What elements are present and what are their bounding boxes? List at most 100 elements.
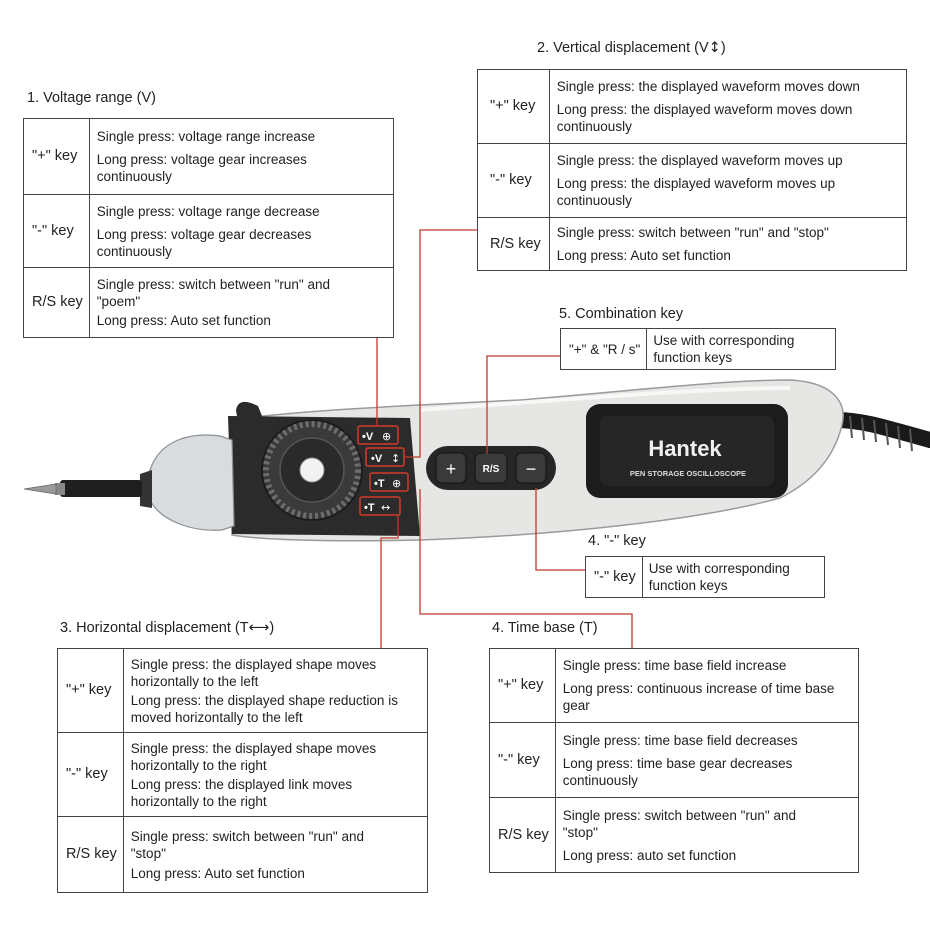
long-press-text: Long press: Auto set function: [96, 313, 271, 328]
voltage-section-title: 1. Voltage range (V): [27, 90, 156, 106]
clear-cap: [149, 434, 235, 531]
key-cell: "+" key: [489, 648, 556, 723]
t-move-label-box: [359, 496, 401, 516]
description-cell: Single press: switch between "run" and "…: [88, 267, 395, 338]
horizontal-section-title: 3. Horizontal displacement (T⟷): [60, 620, 274, 636]
key-cell: R/S key: [23, 267, 90, 338]
t-move-label: •T: [364, 502, 375, 514]
plus-button: [435, 452, 467, 484]
description-cell: Single press: the displayed shape moves …: [122, 648, 429, 733]
table-row: "-" key Single press: time base field de…: [489, 722, 860, 798]
long-press-text: Long press: the displayed waveform moves…: [556, 102, 853, 134]
table-row: "+" key Single press: the displayed wave…: [477, 69, 908, 144]
dial-teeth: [263, 421, 361, 519]
body-highlight: [419, 386, 791, 412]
single-press-text: Single press: the displayed shape moves …: [130, 656, 377, 689]
function-text: Use with corresponding function keys: [648, 561, 790, 593]
device-subtitle: PEN STORAGE OSCILLOSCOPE: [630, 469, 746, 478]
description-cell: Single press: the displayed waveform mov…: [548, 69, 908, 144]
cable-ridges: [849, 415, 913, 452]
table-row: "-" key Single press: the displayed shap…: [57, 732, 429, 817]
leader-timebase: [419, 489, 633, 648]
key-cell: R/S key: [477, 217, 550, 271]
key-cell: "+" key: [57, 648, 124, 733]
table-row: R/S key Single press: switch between "ru…: [57, 816, 429, 893]
voltage-key-table: "+" key Single press: voltage range incr…: [23, 118, 395, 338]
key-cell: "-" key: [477, 143, 550, 218]
long-press-text: Long press: the displayed waveform moves…: [556, 176, 836, 208]
vertical-section-title: 2. Vertical displacement (V↕): [537, 40, 726, 56]
long-press-text: Long press: auto set function: [562, 847, 737, 863]
long-press-text: Long press: voltage gear increases conti…: [96, 152, 307, 184]
table-row: R/S key Single press: switch between "ru…: [477, 217, 908, 271]
single-press-text: Single press: switch between "run" and "…: [130, 828, 364, 861]
leader-lines: [376, 229, 633, 648]
table-row: "-" key Single press: the displayed wave…: [477, 143, 908, 218]
horizontal-title-suffix: ): [269, 620, 275, 636]
vertical-title-text: 2. Vertical displacement (V: [537, 40, 709, 56]
leader-horizontal: [380, 515, 399, 648]
leader-minus: [535, 488, 585, 571]
key-cell: "-" key: [23, 194, 90, 268]
plus-button-label: +: [446, 459, 457, 479]
v-move-icon: ↕: [391, 452, 400, 465]
description-cell: Single press: time base field decreases …: [554, 722, 860, 798]
up-down-arrow-icon: ↕: [708, 40, 721, 56]
description-cell: Single press: the displayed waveform mov…: [548, 143, 908, 218]
single-press-text: Single press: the displayed shape moves …: [130, 740, 377, 773]
key-cell: "-" key: [585, 556, 643, 598]
single-press-text: Single press: switch between "run" and "…: [556, 225, 829, 240]
minus-button-label: −: [526, 459, 537, 479]
table-row: "-" key Use with corresponding function …: [585, 556, 826, 598]
screen-inner: [600, 416, 774, 486]
long-press-text: Long press: the displayed shape reductio…: [130, 692, 398, 725]
description-cell: Single press: time base field increase L…: [554, 648, 860, 723]
key-cell: R/S key: [57, 816, 124, 893]
leader-combination: [486, 355, 560, 454]
single-press-text: Single press: time base field decreases: [562, 732, 798, 748]
key-cell: R/S key: [489, 797, 556, 873]
table-row: "+" & "R / s" Use with corresponding fun…: [559, 328, 836, 370]
description-cell: Single press: switch between "run" and "…: [554, 797, 860, 873]
side-fin: [236, 401, 270, 436]
key-cell: "+" key: [23, 118, 90, 195]
t-zoom-label-box: [369, 472, 409, 492]
probe-collar: [55, 483, 65, 495]
description-cell: Single press: voltage range increase Lon…: [88, 118, 395, 195]
single-press-text: Single press: voltage range decrease: [96, 203, 320, 219]
rs-button-label: R/S: [483, 464, 500, 475]
function-text: Use with corresponding function keys: [653, 333, 795, 365]
table-row: "+" key Single press: the displayed shap…: [57, 648, 429, 733]
single-press-text: Single press: switch between "run" and "…: [562, 807, 796, 840]
probe-tip: [23, 483, 57, 495]
description-cell: Single press: switch between "run" and "…: [122, 816, 429, 893]
key-cell: "-" key: [57, 732, 124, 817]
single-press-text: Single press: the displayed waveform mov…: [556, 79, 860, 94]
minus-key-table: "-" key Use with corresponding function …: [585, 556, 826, 598]
single-press-text: Single press: time base field increase: [562, 658, 787, 673]
t-zoom-label: •T: [374, 478, 385, 490]
description-cell: Use with corresponding function keys: [646, 328, 836, 370]
dial-center-button: [299, 457, 325, 483]
long-press-text: Long press: time base gear decreases con…: [562, 755, 793, 788]
single-press-text: Single press: voltage range increase: [96, 129, 316, 144]
combination-key-table: "+" & "R / s" Use with corresponding fun…: [559, 328, 836, 370]
probe-shaft: [60, 480, 142, 497]
rs-button: [474, 452, 508, 484]
brand-logo: Hantek: [648, 436, 722, 461]
key-cell: "+" key: [477, 69, 550, 144]
description-cell: Single press: switch between "run" and "…: [548, 217, 908, 271]
table-row: "+" key Single press: time base field in…: [489, 648, 860, 723]
long-press-text: Long press: Auto set function: [130, 865, 305, 881]
long-press-text: Long press: voltage gear decreases conti…: [96, 226, 312, 259]
vertical-title-suffix: ): [720, 40, 726, 56]
minus-key-section-title: 4. "-" key: [588, 533, 646, 549]
timebase-key-table: "+" key Single press: time base field in…: [489, 648, 860, 873]
horizontal-title-text: 3. Horizontal displacement (T: [60, 620, 249, 636]
combination-section-title: 5. Combination key: [559, 306, 684, 322]
t-move-icon: ↔: [381, 501, 390, 514]
key-cell: "-" key: [489, 722, 556, 798]
description-cell: Use with corresponding function keys: [641, 556, 826, 598]
single-press-text: Single press: the displayed waveform mov…: [556, 153, 843, 168]
description-cell: Single press: the displayed shape moves …: [122, 732, 429, 817]
